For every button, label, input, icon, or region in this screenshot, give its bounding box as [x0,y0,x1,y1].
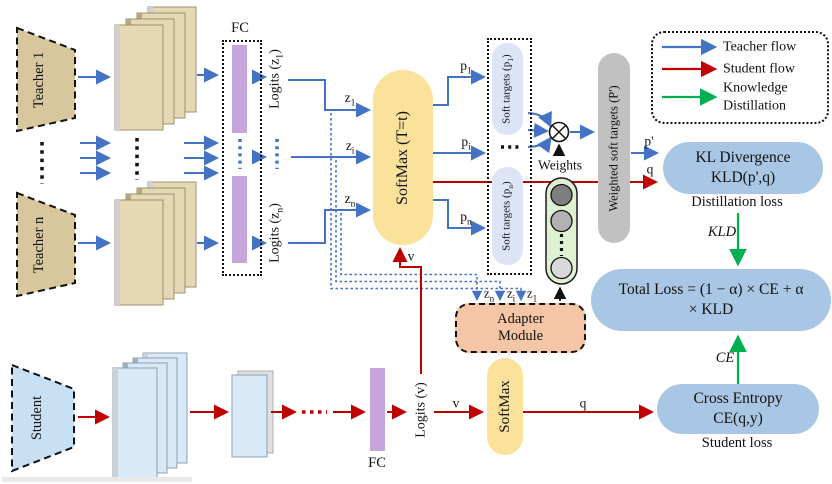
cross-entropy-box: Cross Entropy CE(q,y) [657,384,819,434]
soft-targets-box [487,38,532,275]
logits-z1-label: Logits (z1) [267,49,286,109]
weighted-soft-targets-label: Weighted soft targets (P') [606,84,621,212]
knowledge-distillation-arrows [662,88,747,384]
fc-bar-teacher-n [232,176,247,263]
logits-v-label: Logits (v) [413,382,429,438]
total-loss-line2: × KLD [688,301,734,318]
soft-targets-pn-label: Soft targets (pn) [500,181,515,251]
teacher-flow-arrows [78,38,718,251]
soft-targets-p1-capsule: Soft targets (p1) [492,43,523,135]
fc-student-label: FC [368,455,386,472]
legend-kd-label: Knowledge Distillation [723,80,788,114]
student-feature-plate [231,370,274,458]
soft-targets-pn-capsule: Soft targets (pn) [492,167,523,265]
weights-label: Weights [538,157,582,173]
teacher-n-feature-stack [114,181,197,306]
adapter-line2: Module [497,328,544,344]
label-p-prime: p' [644,133,654,149]
total-loss-box: Total Loss = (1 − α) × CE + α × KLD [591,269,831,331]
student-loss-caption: Student loss [701,435,773,452]
label-pn: pn [460,208,472,228]
label-zn: zn [344,190,356,210]
softmax-student-capsule: SoftMax [487,358,523,455]
label-zi: zi [345,137,355,157]
kld-edge-label: KLD [707,224,737,241]
adapter-module-box: Adapter Module [455,303,586,353]
fc-teachers-label: FC [231,20,249,37]
weight-vector-capsule [545,177,578,285]
teacher1-label: Teacher 1 [31,51,48,109]
distillation-loss-caption: Distillation loss [691,194,783,211]
adapter-input-zn: zn [483,285,495,304]
label-z1: z1 [344,89,356,109]
softmax-student-label: SoftMax [496,380,513,433]
adapter-line1: Adapter [497,311,544,328]
ce-line2: CE(q,y) [713,410,763,427]
ce-line1: Cross Entropy [693,389,783,407]
legend-teacher-flow-label: Teacher flow [723,39,797,55]
logits-zn-label: Logits (zn) [267,203,286,263]
teacher1-trapezoid [16,26,76,133]
fc-bar-teacher1 [232,45,247,133]
label-v-top: v [407,248,415,264]
softmax-temperature-capsule: SoftMax (T=t) [373,70,433,245]
ce-edge-label: CE [715,350,735,367]
label-v-bottom: v [452,395,460,411]
fc-teachers-box [222,40,262,276]
kl-divergence-box: KL Divergence KLD(p',q) [663,142,823,194]
weight-vector-arrows [552,143,567,301]
stack-shadow [2,477,192,482]
adapter-input-z1: z1 [526,285,538,304]
multiply-circle-icon [548,121,570,143]
label-q-bottom: q [579,395,587,411]
legend-box [651,31,829,124]
teacher-n-label: Teacher n [31,216,48,274]
student-trapezoid [11,363,75,473]
teacher1-feature-stack [114,6,197,131]
student-label: Student [29,395,46,441]
kl-line1: KL Divergence [695,148,791,166]
ellipsis-dots [40,138,521,414]
softmax-temperature-label: SoftMax (T=t) [394,110,411,205]
kl-line2: KLD(p',q) [710,169,776,186]
logits-to-adapter-dotted-paths [330,113,527,302]
label-q-top: q [646,161,654,177]
label-pi: pi [461,133,471,153]
teacher-n-trapezoid [16,191,76,298]
weighted-soft-targets-capsule: Weighted soft targets (P') [598,53,630,243]
legend-student-flow-label: Student flow [723,61,795,77]
adapter-input-zi: zi [506,285,516,304]
total-loss-line1: Total Loss = (1 − α) × CE + α [618,280,804,298]
label-p1: p1 [460,57,472,77]
fc-bar-student [370,368,385,451]
student-feature-stack [112,352,188,479]
soft-targets-p1-label: Soft targets (p1) [500,54,515,124]
